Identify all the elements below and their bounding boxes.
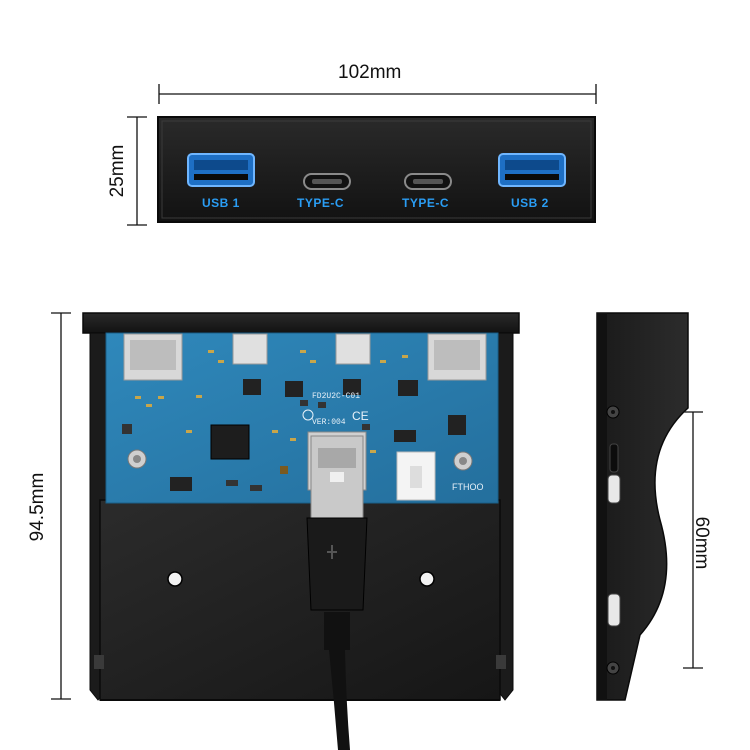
body-height-dimension-line	[51, 312, 71, 700]
port-label-typec-1: TYPE-C	[297, 196, 345, 210]
side-view	[596, 312, 689, 701]
usb-c-port-2	[404, 173, 452, 190]
width-dimension-line	[158, 84, 597, 104]
body-height-dimension-label: 94.5mm	[27, 472, 48, 542]
pcb-brand-marking: FTHOO	[452, 482, 484, 492]
port-label-typec-2: TYPE-C	[402, 196, 450, 210]
port-label-usb2: USB 2	[511, 196, 549, 210]
usb-a-port-1	[187, 153, 255, 187]
pcb-model-marking: FD2U2C-C01	[312, 392, 361, 401]
pcb-ce-mark: CE	[352, 409, 369, 423]
usb-cable	[306, 435, 368, 750]
usb-c-port-1	[303, 173, 351, 190]
front-height-dimension-line	[127, 116, 147, 226]
pcb-version-marking: VER:004	[312, 418, 346, 427]
usb-a-port-2	[498, 153, 566, 187]
front-height-dimension-label: 25mm	[107, 144, 128, 198]
screw-spacing-dimension-label: 60mm	[691, 516, 712, 570]
pcb-board: CE	[105, 332, 499, 504]
width-dimension-label: 102mm	[338, 62, 402, 83]
port-label-usb1: USB 1	[202, 196, 240, 210]
screw-spacing-dimension-line	[683, 411, 703, 669]
